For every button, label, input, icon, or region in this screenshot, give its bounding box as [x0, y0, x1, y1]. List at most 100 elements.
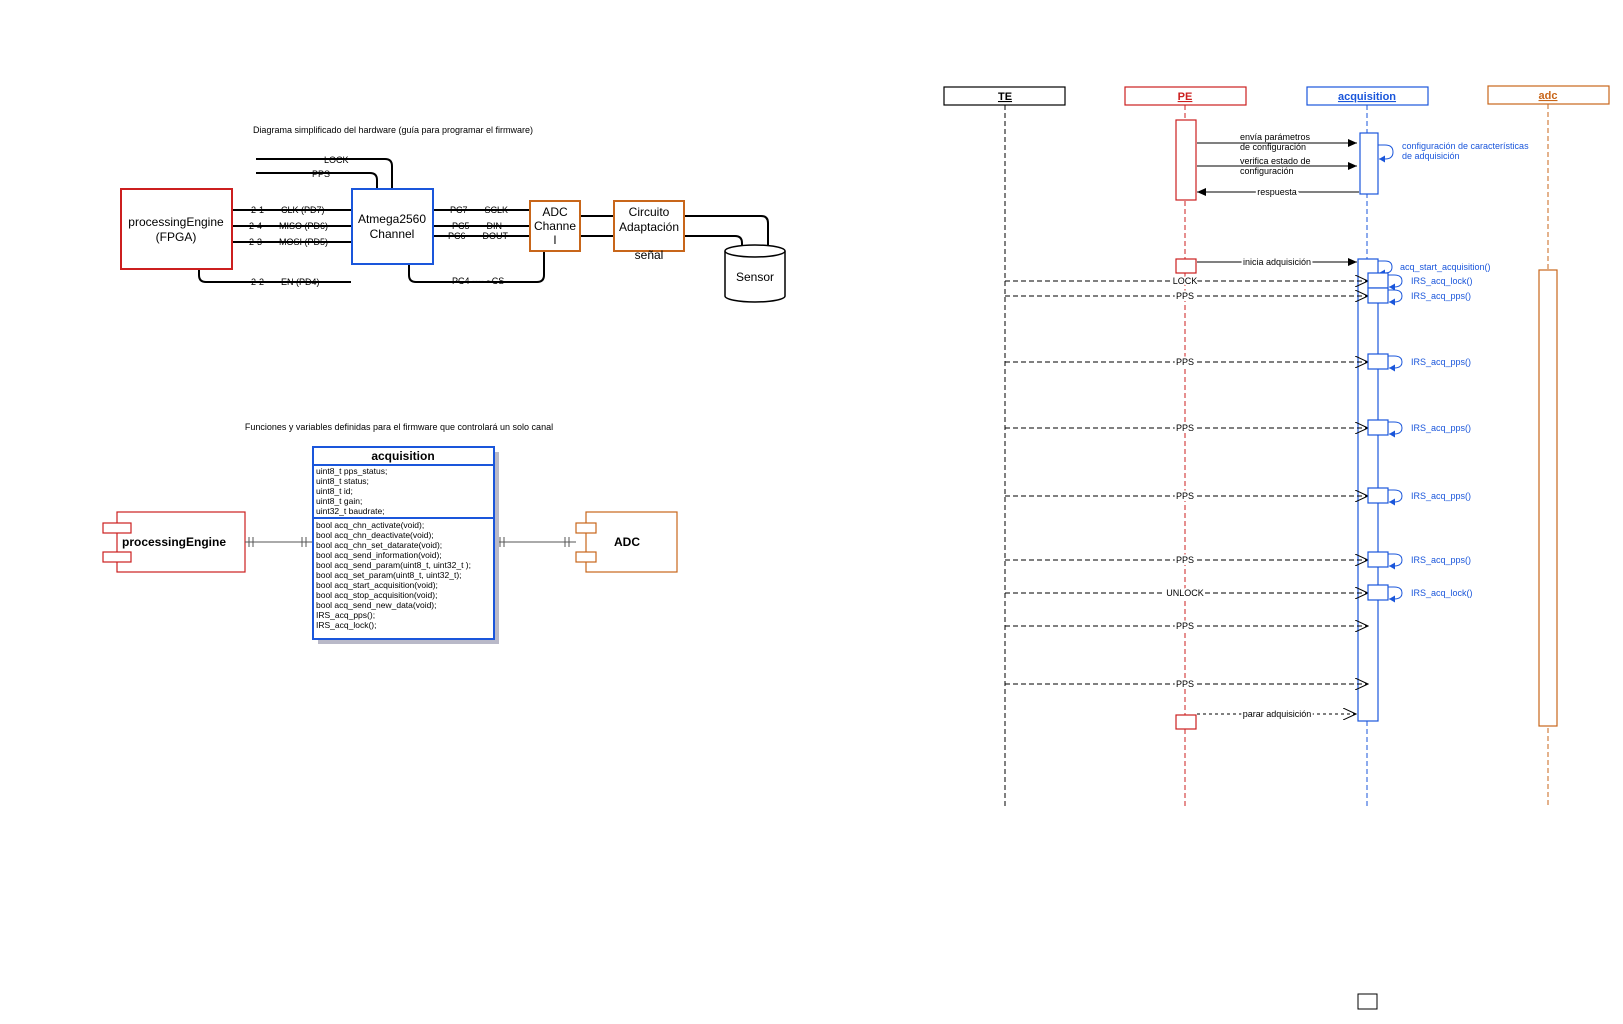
class-method: bool acq_chn_deactivate(void); — [316, 530, 434, 540]
class-method: bool acq_stop_acquisition(void); — [316, 590, 437, 600]
pe-component-label: processingEngine — [122, 535, 226, 549]
sensor-cylinder — [724, 244, 786, 303]
adc-label-3: l — [554, 233, 557, 247]
msg-verify-config-label-1: verifica estado de — [1240, 156, 1311, 166]
pps-pin-label: PPS — [312, 169, 330, 179]
lifeline-label-adc: adc — [1539, 90, 1558, 102]
class-attribute: uint8_t pps_status; — [316, 466, 387, 476]
adc-label-1: ADC — [542, 205, 568, 219]
class-method: bool acq_start_acquisition(void); — [316, 580, 438, 590]
lifeline-label-te: TE — [998, 91, 1012, 103]
en-pin-label: 2-2 ---- EN (PD4) — [251, 277, 320, 287]
nested-activation — [1367, 272, 1389, 289]
self-call-arrow — [1388, 289, 1403, 306]
signal-label: PPS — [1176, 679, 1194, 689]
pe-fpga-box — [120, 188, 233, 270]
signal-label: PPS — [1176, 423, 1194, 433]
lifeline-label-acquisition: acquisition — [1338, 91, 1396, 103]
cs-wire — [408, 252, 545, 283]
msg-config-params-label-2: de configuración — [1240, 142, 1306, 152]
msg-config-params-label-1: envía parámetros — [1240, 132, 1311, 142]
self-call-arrow — [1388, 421, 1403, 438]
circuit-label-3: señal — [635, 248, 664, 262]
self-call-arrow — [1388, 355, 1403, 372]
hardware-title: Diagrama simplificado del hardware (guía… — [253, 125, 533, 135]
nested-activation — [1367, 584, 1389, 601]
signal-label: LOCK — [1173, 276, 1198, 286]
self-call-arrow — [1388, 586, 1403, 603]
circuit-label-2: Adaptación — [619, 220, 679, 234]
lifeline-label-pe: PE — [1178, 91, 1193, 103]
class-attribute: uint8_t id; — [316, 486, 353, 496]
class-attributes: uint8_t pps_status;uint8_t status;uint8_… — [316, 466, 387, 516]
mosi-pin-label: 2-3 ---- MOSI (PD5) — [249, 237, 328, 247]
self-call-arrow — [1388, 553, 1403, 570]
adc-component-port-1 — [575, 522, 597, 534]
nested-activation — [1367, 551, 1389, 568]
sensor-wire-2 — [684, 235, 743, 252]
class-method: bool acq_chn_activate(void); — [316, 520, 424, 530]
adc-activation — [1538, 269, 1558, 727]
signal-label: PPS — [1176, 357, 1194, 367]
empty-frame-box — [1357, 993, 1378, 1010]
cs-pin-label: PC4 ---- ~CS — [452, 276, 504, 286]
adc-component-port-2 — [575, 551, 597, 563]
class-attribute: uint8_t status; — [316, 476, 369, 486]
lock-wire — [256, 158, 393, 188]
circuit-label-1: Circuito — [629, 205, 670, 219]
class-box — [312, 446, 495, 640]
class-method: IRS_acq_lock(); — [316, 620, 376, 630]
class-method: bool acq_set_param(uint8_t, uint32_t); — [316, 570, 462, 580]
en-wire — [198, 268, 351, 283]
self-call-arrow — [1388, 489, 1403, 506]
pe-component-port-2 — [102, 551, 132, 563]
class-method: bool acq_send_param(uint8_t, uint32_t ); — [316, 560, 471, 570]
pps-wire — [256, 172, 378, 188]
sensor-label: Sensor — [736, 270, 774, 284]
class-method: bool acq_send_new_data(void); — [316, 600, 437, 610]
sequence-diagram: TE PE acquisition adc envía parámetros d… — [943, 85, 1610, 1010]
pe-fpga-label-1: processingEngine — [128, 215, 224, 229]
sclk-pin-label: PC7 ---- SCLK — [450, 205, 508, 215]
signal-note: IRS_acq_pps() — [1411, 555, 1471, 565]
self-call-arrow — [1388, 274, 1403, 291]
note-start: acq_start_acquisition() — [1400, 262, 1491, 272]
signal-messages: LOCK IRS_acq_lock() PPS IRS_acq_pps() PPS IRS… — [1005, 272, 1473, 691]
signal-note: IRS_acq_lock() — [1411, 588, 1473, 598]
nested-activation — [1367, 487, 1389, 504]
signal-note: IRS_acq_pps() — [1411, 491, 1471, 501]
miso-pin-label: 2-4 ---- MISO (PD6) — [249, 221, 328, 231]
self-call-start — [1378, 260, 1393, 277]
signal-note: IRS_acq_pps() — [1411, 357, 1471, 367]
hardware-diagram: Diagrama simplificado del hardware (guía… — [120, 125, 786, 303]
clk-pin-label: 2-1 ---- CLK (PD7) — [251, 205, 325, 215]
note-config-1: configuración de características — [1402, 141, 1529, 151]
self-call-config — [1378, 144, 1394, 163]
pe-fpga-label-2: (FPGA) — [156, 230, 197, 244]
nested-activation — [1367, 419, 1389, 436]
lock-pin-label: LOCK — [324, 155, 349, 165]
signal-label: PPS — [1176, 555, 1194, 565]
adc-component-label: ADC — [614, 535, 640, 549]
signal-note: IRS_acq_pps() — [1411, 423, 1471, 433]
note-config-2: de adquisición — [1402, 151, 1460, 161]
class-methods: bool acq_chn_activate(void);bool acq_chn… — [316, 520, 471, 630]
signal-label: UNLOCK — [1166, 588, 1204, 598]
pe-activation-config — [1175, 119, 1197, 201]
msg-response-label: respuesta — [1257, 187, 1297, 197]
atmega-label-1: Atmega2560 — [358, 212, 426, 226]
signal-label: PPS — [1176, 621, 1194, 631]
class-method: IRS_acq_pps(); — [316, 610, 375, 620]
msg-stop-acquisition-label: parar adquisición — [1243, 709, 1312, 719]
signal-note: IRS_acq_pps() — [1411, 291, 1471, 301]
class-attribute: uint8_t gain; — [316, 496, 362, 506]
atmega-box — [351, 188, 434, 265]
nested-activation — [1367, 353, 1389, 370]
adc-box — [529, 200, 581, 252]
pe-activation-start — [1175, 258, 1197, 274]
dout-pin-label: PC6 ---- DOUT — [448, 231, 508, 241]
signal-note: IRS_acq_lock() — [1411, 276, 1473, 286]
pe-component-box — [116, 511, 246, 573]
circuit-box — [613, 200, 685, 252]
